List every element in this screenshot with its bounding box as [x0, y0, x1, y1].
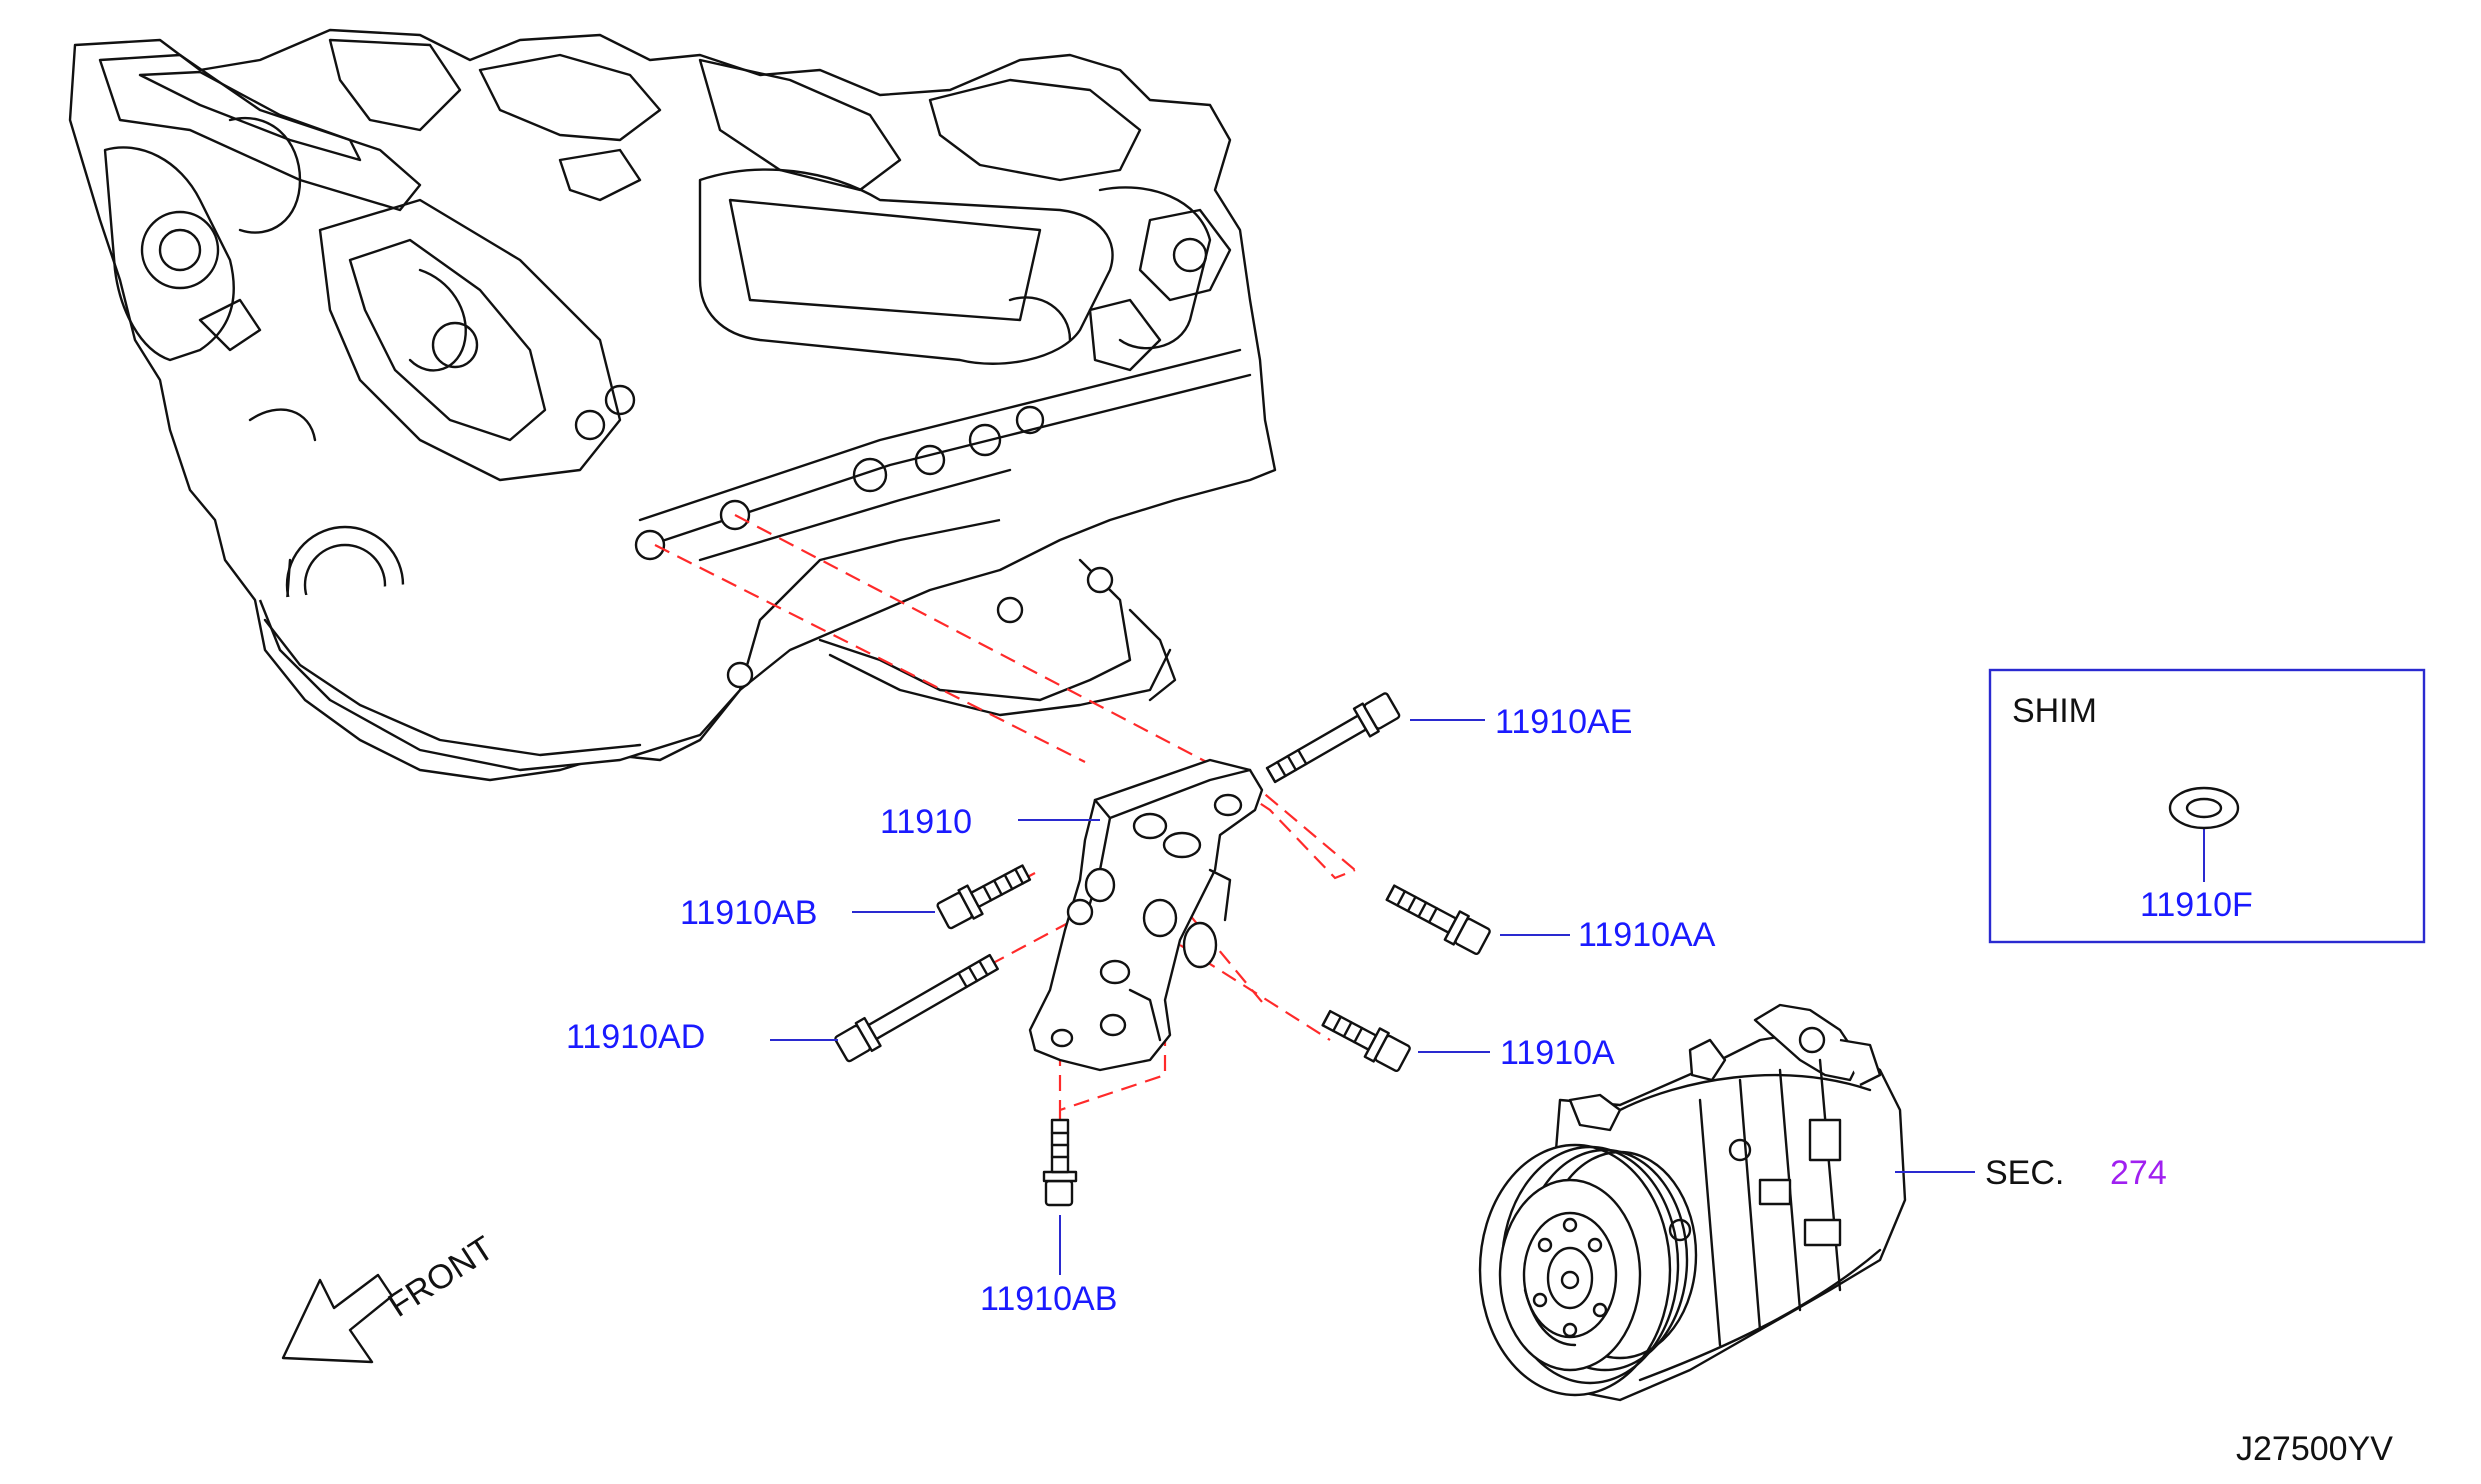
engine-block-drawing	[68, 28, 1277, 782]
bolt-11910ab-bottom-drawing	[1042, 1118, 1078, 1207]
part-label-11910f: 11910F	[2140, 886, 2253, 924]
front-label: FRONT	[382, 1229, 501, 1325]
part-label-11910ae: 11910AE	[1495, 703, 1632, 741]
part-label-11910ab-left: 11910AB	[680, 894, 817, 932]
leader-lines	[770, 719, 2205, 1275]
front-arrow-icon	[281, 1273, 394, 1364]
bolt-11910aa-drawing	[1385, 884, 1491, 956]
shim-title: SHIM	[2012, 692, 2097, 730]
part-label-11910: 11910	[880, 803, 972, 841]
ac-compressor-drawing	[1478, 1003, 1907, 1402]
part-label-11910ab-bottom: 11910AB	[980, 1280, 1117, 1318]
shim-inset-box	[1988, 668, 2426, 944]
bolt-11910a-drawing	[1321, 1009, 1411, 1073]
compressor-bracket-drawing	[1028, 758, 1264, 1072]
bolt-11910ae-drawing	[1265, 692, 1401, 784]
bolt-11910ab-left-drawing	[936, 864, 1032, 930]
part-label-11910a: 11910A	[1500, 1034, 1615, 1072]
diagram-id: J27500YV	[2236, 1430, 2393, 1468]
shim-washer-icon	[2168, 786, 2240, 830]
bolt-11910ad-drawing	[834, 953, 999, 1063]
section-number-link[interactable]: 274	[2110, 1154, 2167, 1192]
part-label-11910aa: 11910AA	[1578, 916, 1716, 954]
part-label-11910ad: 11910AD	[566, 1018, 705, 1056]
section-prefix-label: SEC.	[1985, 1154, 2064, 1192]
